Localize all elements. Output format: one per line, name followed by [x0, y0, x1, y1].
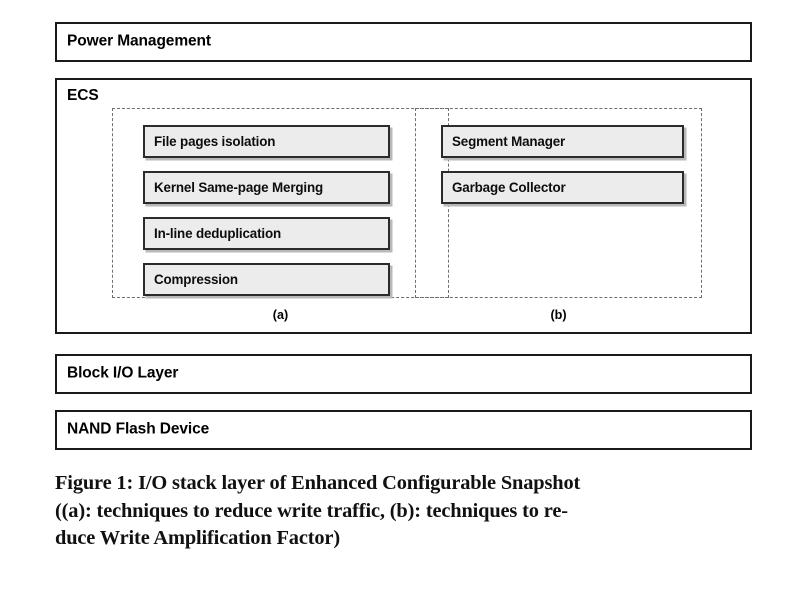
technique-box-file-pages-isolation: File pages isolation — [143, 125, 390, 158]
stack-layer-block-io-label: Block I/O Layer — [67, 364, 179, 382]
stack-layer-nand-flash-device-label: NAND Flash Device — [67, 420, 210, 438]
technique-box-kernel-same-page-merging-label: Kernel Same-page Merging — [154, 179, 324, 195]
technique-box-kernel-same-page-merging: Kernel Same-page Merging — [143, 171, 390, 204]
technique-box-in-line-deduplication: In-line deduplication — [143, 217, 390, 250]
figure-caption: Figure 1: I/O stack layer of Enhanced Co… — [55, 470, 755, 553]
technique-box-garbage-collector-label: Garbage Collector — [452, 179, 566, 195]
subfigure-caption-a: (a) — [272, 308, 289, 322]
stack-layer-power-management-label: Power Management — [67, 32, 211, 50]
technique-group-a: File pages isolation Kernel Same-page Me… — [112, 108, 449, 298]
technique-box-garbage-collector: Garbage Collector — [441, 171, 684, 204]
stack-layer-block-io: Block I/O Layer — [55, 354, 752, 394]
stack-layer-ecs: ECS File pages isolation Kernel Same-pag… — [55, 78, 752, 334]
figure-caption-line-3: duce Write Amplification Factor) — [55, 527, 340, 549]
technique-box-in-line-deduplication-label: In-line deduplication — [154, 225, 282, 241]
technique-box-compression-label: Compression — [154, 271, 238, 287]
technique-box-segment-manager: Segment Manager — [441, 125, 684, 158]
technique-box-file-pages-isolation-label: File pages isolation — [154, 133, 276, 149]
subfigure-caption-b: (b) — [550, 308, 567, 322]
technique-group-b: Segment Manager Garbage Collector — [415, 108, 702, 298]
figure-caption-line-1: Figure 1: I/O stack layer of Enhanced Co… — [55, 472, 581, 494]
stack-layer-nand-flash-device: NAND Flash Device — [55, 410, 752, 450]
stack-layer-ecs-label: ECS — [67, 87, 99, 104]
technique-box-compression: Compression — [143, 263, 390, 296]
technique-box-segment-manager-label: Segment Manager — [452, 133, 566, 149]
stack-layer-power-management: Power Management — [55, 22, 752, 62]
figure-caption-line-2: ((a): techniques to reduce write traffic… — [55, 499, 568, 522]
